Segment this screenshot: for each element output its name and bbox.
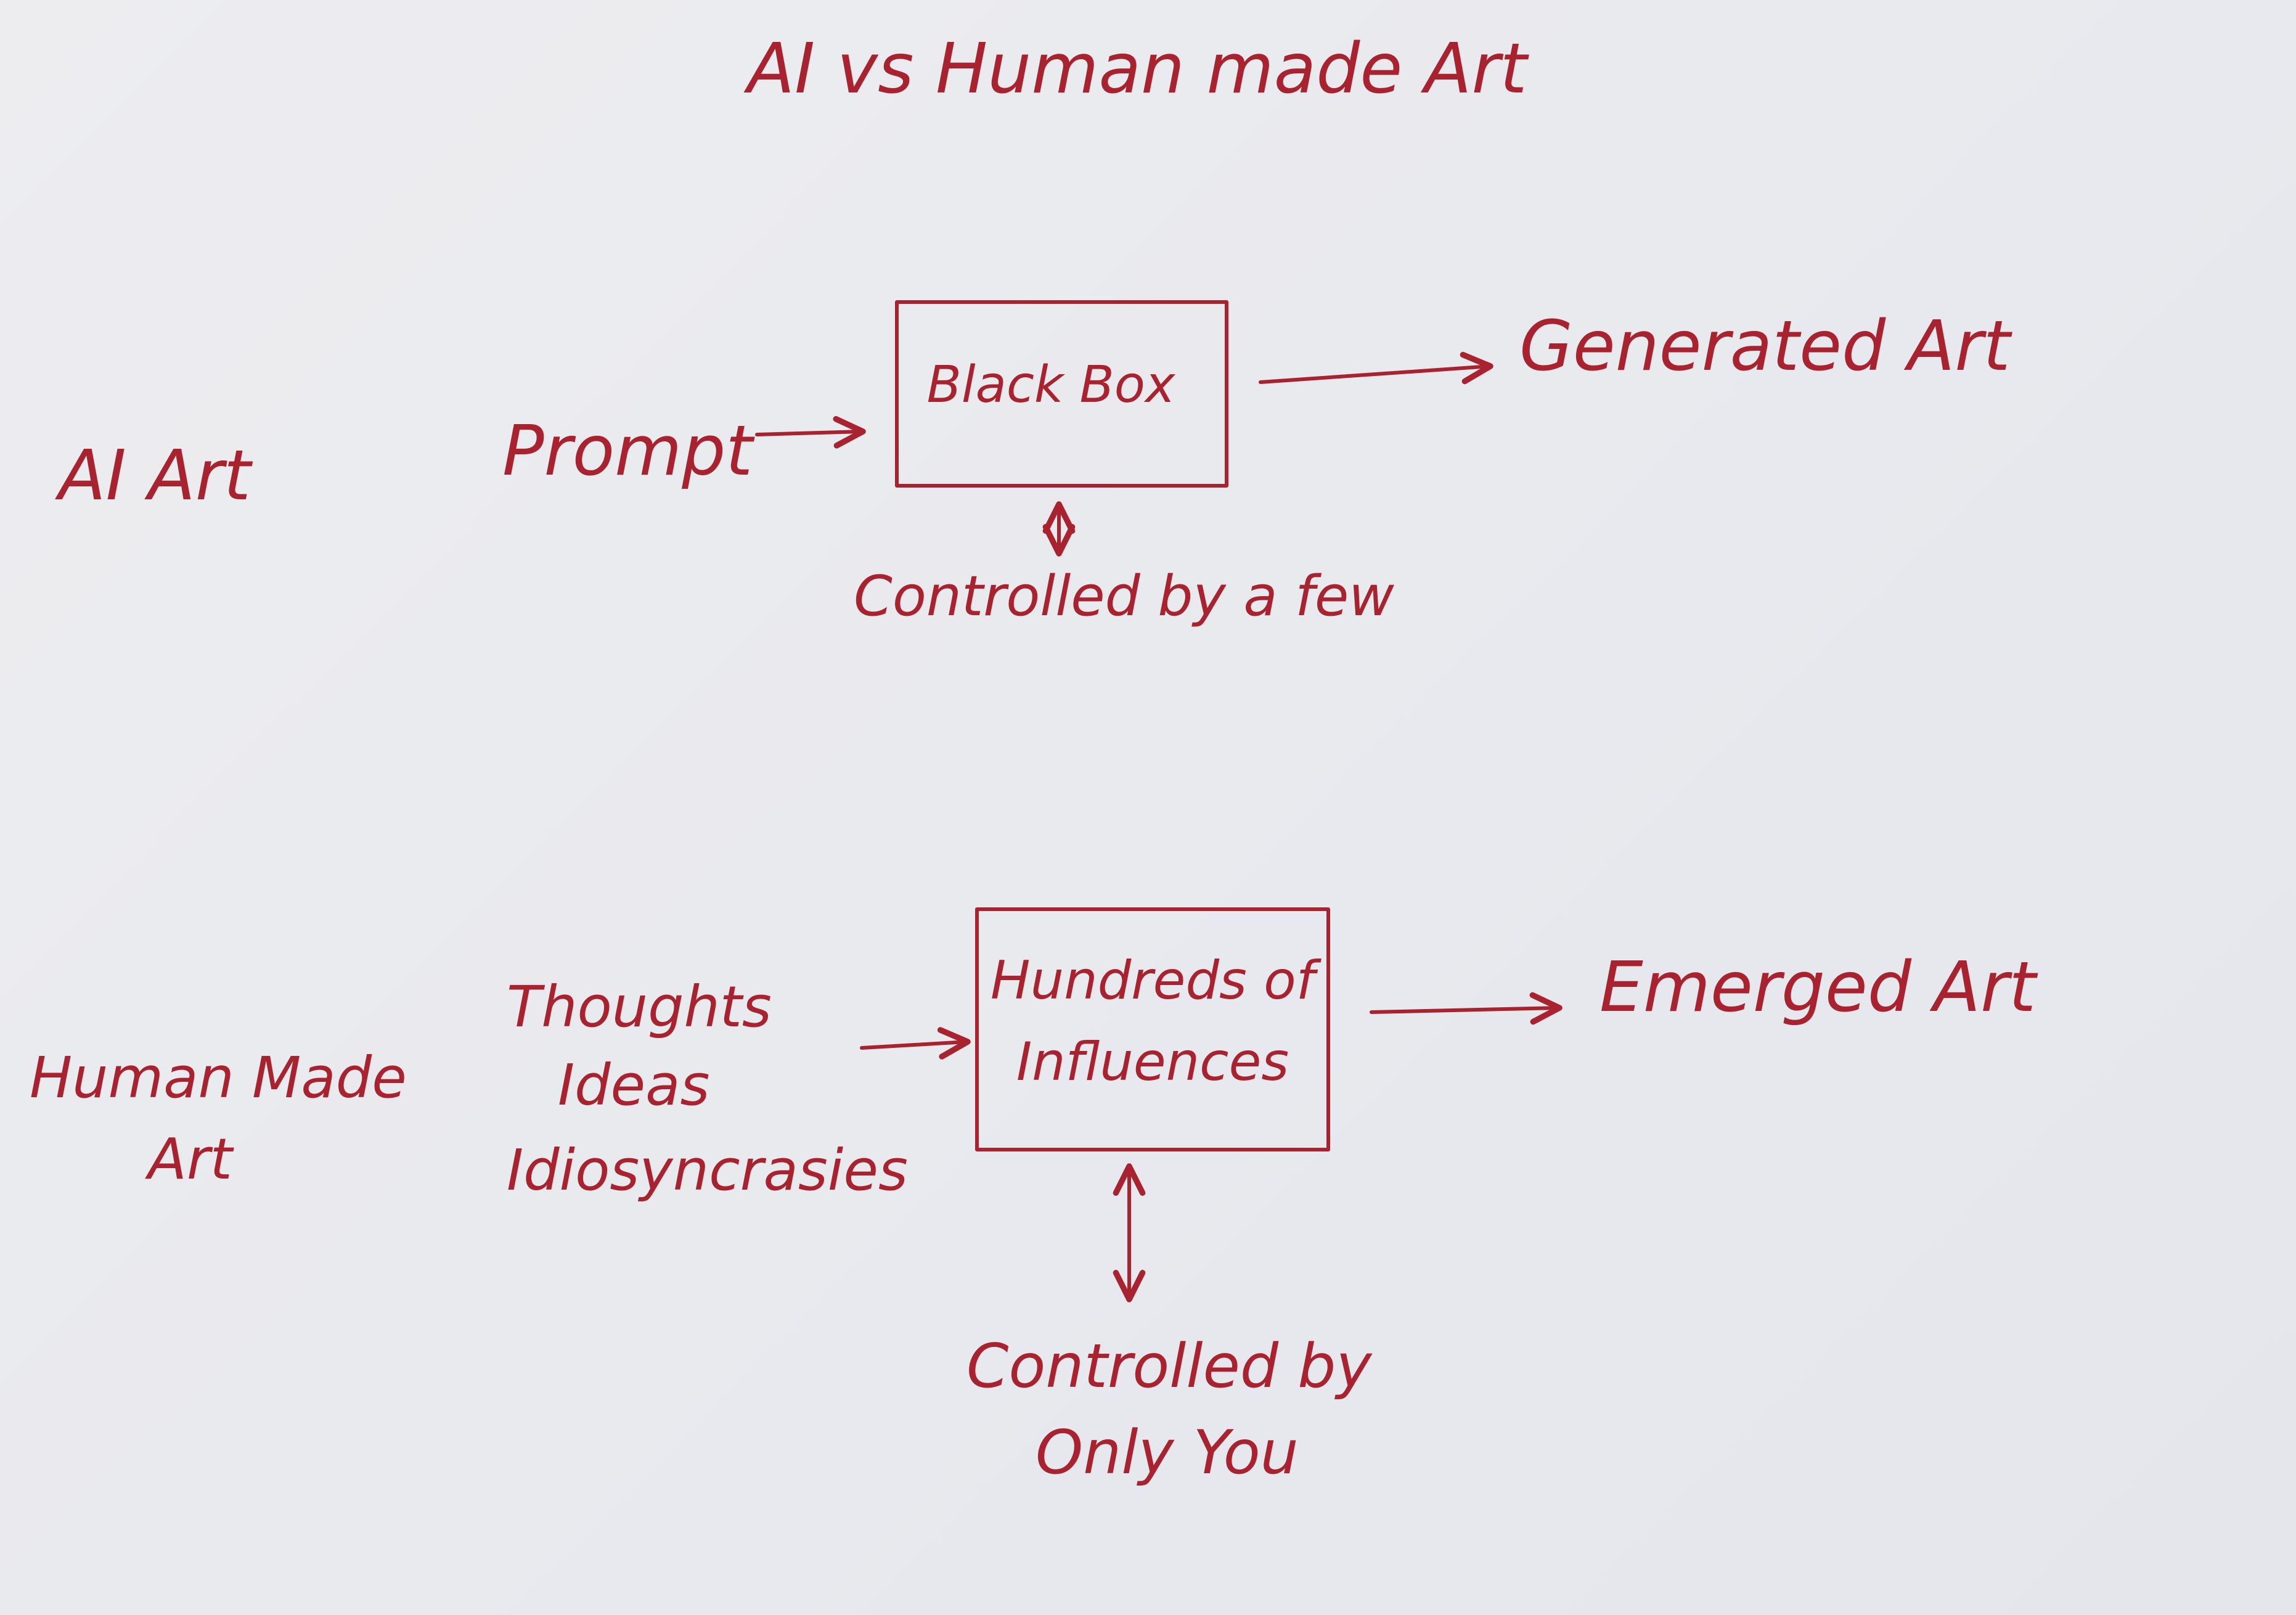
- controlled-by-few-label: Controlled by a few: [854, 564, 1394, 629]
- emerged-art-arrow: [1370, 992, 1563, 1025]
- influences-box-line2: Influences: [1016, 1031, 1289, 1093]
- input-ideas: Ideas: [558, 1052, 709, 1118]
- human-art-label-line1: Human Made: [30, 1045, 407, 1111]
- influences-box: [975, 907, 1330, 1151]
- prompt-label: Prompt: [502, 411, 755, 491]
- controlled-by-line1: Controlled by: [966, 1331, 1373, 1402]
- influences-box-line1: Hundreds of: [991, 950, 1322, 1012]
- black-box: [895, 300, 1228, 488]
- page-title: AI vs Human made Art: [744, 29, 1530, 109]
- generated-art-arrow: [1259, 351, 1493, 385]
- influences-input-arrow: [860, 1027, 971, 1060]
- emerged-art-label: Emerged Art: [1599, 947, 2038, 1028]
- prompt-arrow: [755, 415, 866, 449]
- controlled-by-line2: Only You: [1036, 1418, 1299, 1488]
- input-idiosyncrasies: Idiosyncrasies: [507, 1137, 908, 1203]
- human-art-label-line2: Art: [145, 1126, 234, 1192]
- ai-art-label: AI Art: [55, 436, 253, 516]
- generated-art-label: Generated Art: [1519, 306, 2012, 386]
- black-box-label: Black Box: [927, 356, 1176, 414]
- input-thoughts: Thoughts: [507, 974, 772, 1040]
